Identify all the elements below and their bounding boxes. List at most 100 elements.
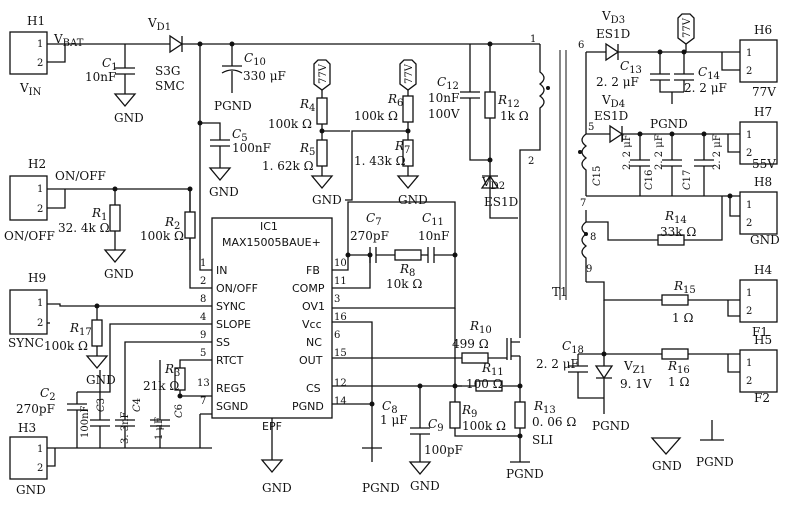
svg-text:GND: GND (86, 373, 116, 387)
svg-text:2. 2 μF: 2. 2 μF (622, 134, 633, 170)
svg-text:R15: R15 (673, 279, 696, 296)
svg-text:4: 4 (200, 312, 206, 323)
svg-text:499 Ω: 499 Ω (452, 337, 489, 351)
svg-text:7: 7 (580, 198, 586, 209)
svg-text:2: 2 (37, 463, 43, 474)
c10-ref: C10 (244, 51, 266, 68)
c10-value: 330 μF (243, 69, 286, 83)
svg-text:1 μF: 1 μF (154, 417, 165, 440)
svg-text:9. 1V: 9. 1V (620, 377, 652, 391)
svg-text:C2: C2 (40, 386, 56, 403)
svg-text:2: 2 (528, 156, 534, 167)
svg-text:1: 1 (746, 358, 752, 369)
svg-text:3: 3 (334, 294, 340, 305)
svg-text:R7: R7 (394, 139, 410, 156)
svg-text:H4: H4 (754, 263, 772, 277)
h1-label: VIN (19, 81, 42, 98)
svg-text:5: 5 (200, 348, 206, 359)
svg-text:ON/OFF: ON/OFF (55, 169, 106, 183)
capacitor-c4: 3. 3nF C4 (115, 398, 143, 448)
svg-text:VZ1: VZ1 (623, 359, 646, 376)
svg-text:GND: GND (16, 483, 46, 497)
svg-text:13: 13 (197, 378, 210, 389)
svg-text:2: 2 (200, 276, 206, 287)
svg-text:1: 1 (200, 258, 206, 269)
svg-text:11: 11 (334, 276, 347, 287)
svg-text:VD4: VD4 (601, 93, 625, 110)
svg-text:100k Ω: 100k Ω (354, 109, 398, 123)
svg-text:6: 6 (334, 330, 340, 341)
svg-text:H3: H3 (18, 421, 36, 435)
svg-text:NC: NC (306, 336, 322, 349)
svg-text:PGND: PGND (696, 455, 734, 469)
svg-text:GND: GND (410, 479, 440, 493)
svg-text:270pF: 270pF (16, 402, 55, 416)
svg-text:C7: C7 (366, 211, 382, 228)
svg-text:77V: 77V (318, 63, 329, 84)
capacitor-c8: C8 1 μF (380, 399, 408, 427)
svg-text:10nF: 10nF (418, 229, 449, 243)
svg-text:R8: R8 (399, 262, 415, 279)
svg-text:T1: T1 (552, 285, 568, 299)
rail-77v-b: 77V (399, 59, 417, 91)
h1-pin-1: 1 (37, 39, 43, 50)
svg-text:2. 2 μF: 2. 2 μF (684, 81, 727, 95)
ic-right-pins: FB 10 COMP 11 OV1 3 Vcc 16 NC 6 OUT 15 C… (292, 258, 347, 413)
svg-text:IN: IN (216, 264, 227, 277)
svg-text:VD3: VD3 (601, 9, 625, 26)
svg-text:SS: SS (216, 336, 230, 349)
svg-text:F2: F2 (754, 391, 770, 405)
svg-text:PGND: PGND (506, 467, 544, 481)
svg-text:1 μF: 1 μF (380, 413, 408, 427)
capacitor-c2: C2 270pF (16, 386, 87, 448)
svg-text:14: 14 (334, 396, 347, 407)
rail-77v-c: 77V (677, 13, 695, 45)
svg-text:ES1D: ES1D (484, 195, 518, 209)
svg-text:100k Ω: 100k Ω (140, 229, 184, 243)
svg-text:FB: FB (306, 264, 320, 277)
svg-text:C14: C14 (698, 65, 720, 82)
svg-text:GND: GND (209, 185, 239, 199)
svg-text:R9: R9 (461, 403, 477, 420)
svg-text:C4: C4 (132, 398, 143, 412)
svg-text:R2: R2 (164, 215, 180, 232)
svg-text:100V: 100V (428, 107, 460, 121)
capacitor-c6: 1 μF C6 (150, 404, 185, 448)
svg-text:6: 6 (578, 40, 584, 51)
svg-text:H5: H5 (754, 333, 772, 347)
resistor-r2: R2 100k Ω (140, 189, 196, 250)
svg-text:77V: 77V (752, 85, 776, 99)
svg-text:100 Ω: 100 Ω (466, 377, 503, 391)
svg-text:1: 1 (37, 298, 43, 309)
svg-text:1: 1 (530, 34, 536, 45)
connector-h5: H5 1 2 F2 (739, 333, 778, 405)
svg-text:ON/OFF: ON/OFF (4, 229, 55, 243)
svg-text:F1: F1 (752, 325, 768, 339)
svg-text:77V: 77V (682, 17, 693, 38)
svg-text:R5: R5 (299, 141, 315, 158)
svg-text:VD2: VD2 (481, 175, 505, 192)
svg-text:12: 12 (334, 378, 347, 389)
svg-text:R10: R10 (469, 319, 492, 336)
svg-text:100pF: 100pF (424, 443, 463, 457)
capacitor-c5: C5 100nF GND (200, 122, 271, 199)
svg-text:33k Ω: 33k Ω (660, 225, 696, 239)
capacitor-c10: C10 330 μF PGND (214, 44, 286, 113)
svg-text:1: 1 (746, 288, 752, 299)
svg-text:ES1D: ES1D (596, 27, 630, 41)
svg-text:9: 9 (200, 330, 206, 341)
ic-ref: IC1 (260, 220, 278, 233)
svg-text:7: 7 (200, 396, 206, 407)
ic-max15005: IC1 MAX15005BAUE+ EPF (211, 217, 333, 433)
rail-77v-a: 77V (313, 59, 331, 91)
diode-vd1: VD1 S3G SMC (147, 16, 200, 93)
svg-text:3. 3nF: 3. 3nF (120, 411, 131, 444)
capacitor-c3: 100nF C3 (80, 370, 110, 448)
svg-text:GND: GND (114, 111, 144, 125)
svg-text:R17: R17 (69, 321, 92, 338)
svg-text:R1: R1 (91, 206, 107, 223)
svg-text:GND: GND (652, 459, 682, 473)
svg-text:GND: GND (398, 193, 428, 207)
svg-text:2: 2 (746, 218, 752, 229)
